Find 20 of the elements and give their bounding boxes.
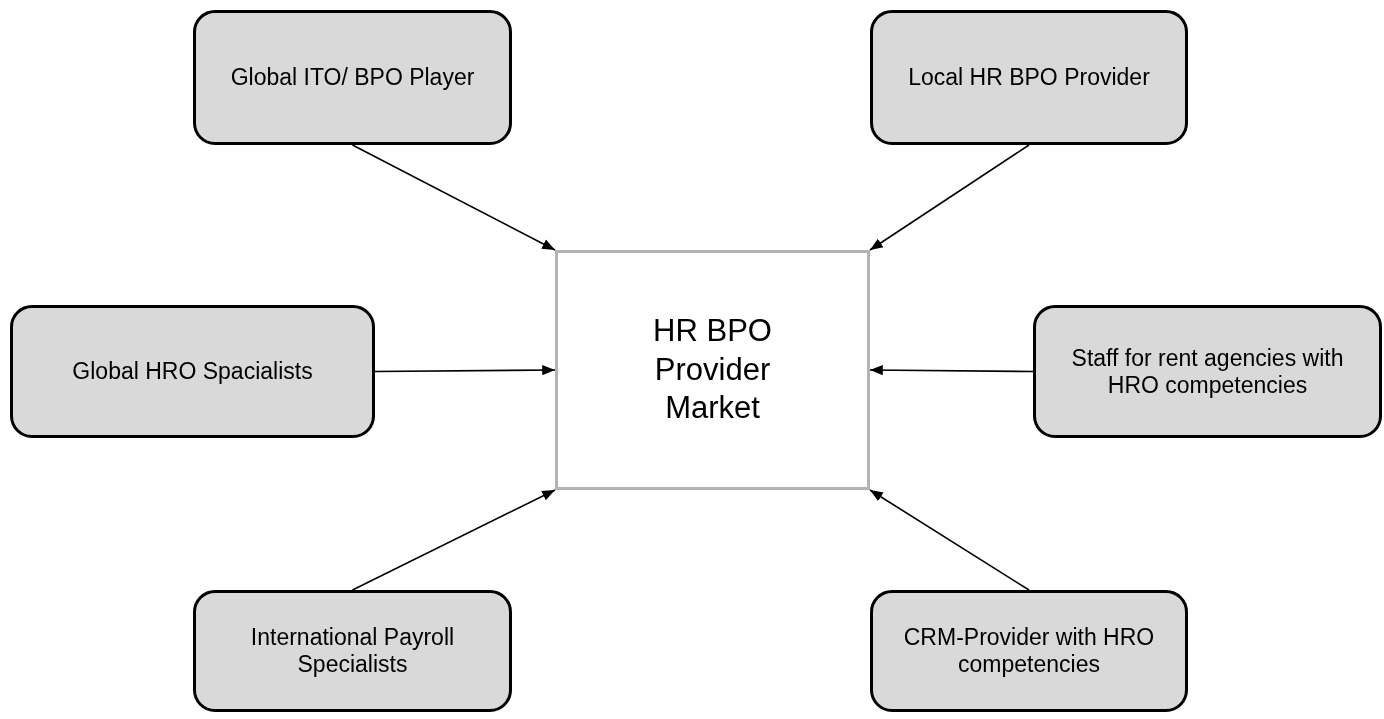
arrow [869,489,1030,591]
box-label: CRM-Provider with HRO competencies [902,624,1156,678]
box-label: HR BPO Provider Market [652,311,773,428]
box-label: International Payroll Specialists [249,624,456,678]
provider-box [870,10,1188,145]
box-label: Global ITO/ BPO Player [230,64,475,91]
provider-box [870,590,1188,712]
arrow [869,144,1030,251]
arrow [351,489,556,591]
arrow [374,365,556,376]
box-label: Local HR BPO Provider [908,64,1150,91]
arrow [869,365,1034,376]
provider-box [1033,305,1382,438]
box-label: Global HRO Spacialists [72,358,313,385]
provider-box [193,590,512,712]
provider-box [10,305,375,438]
box-label: Staff for rent agencies with HRO competencies [1070,344,1345,399]
provider-box [193,10,512,145]
market-box [555,250,870,490]
arrow [351,144,556,251]
